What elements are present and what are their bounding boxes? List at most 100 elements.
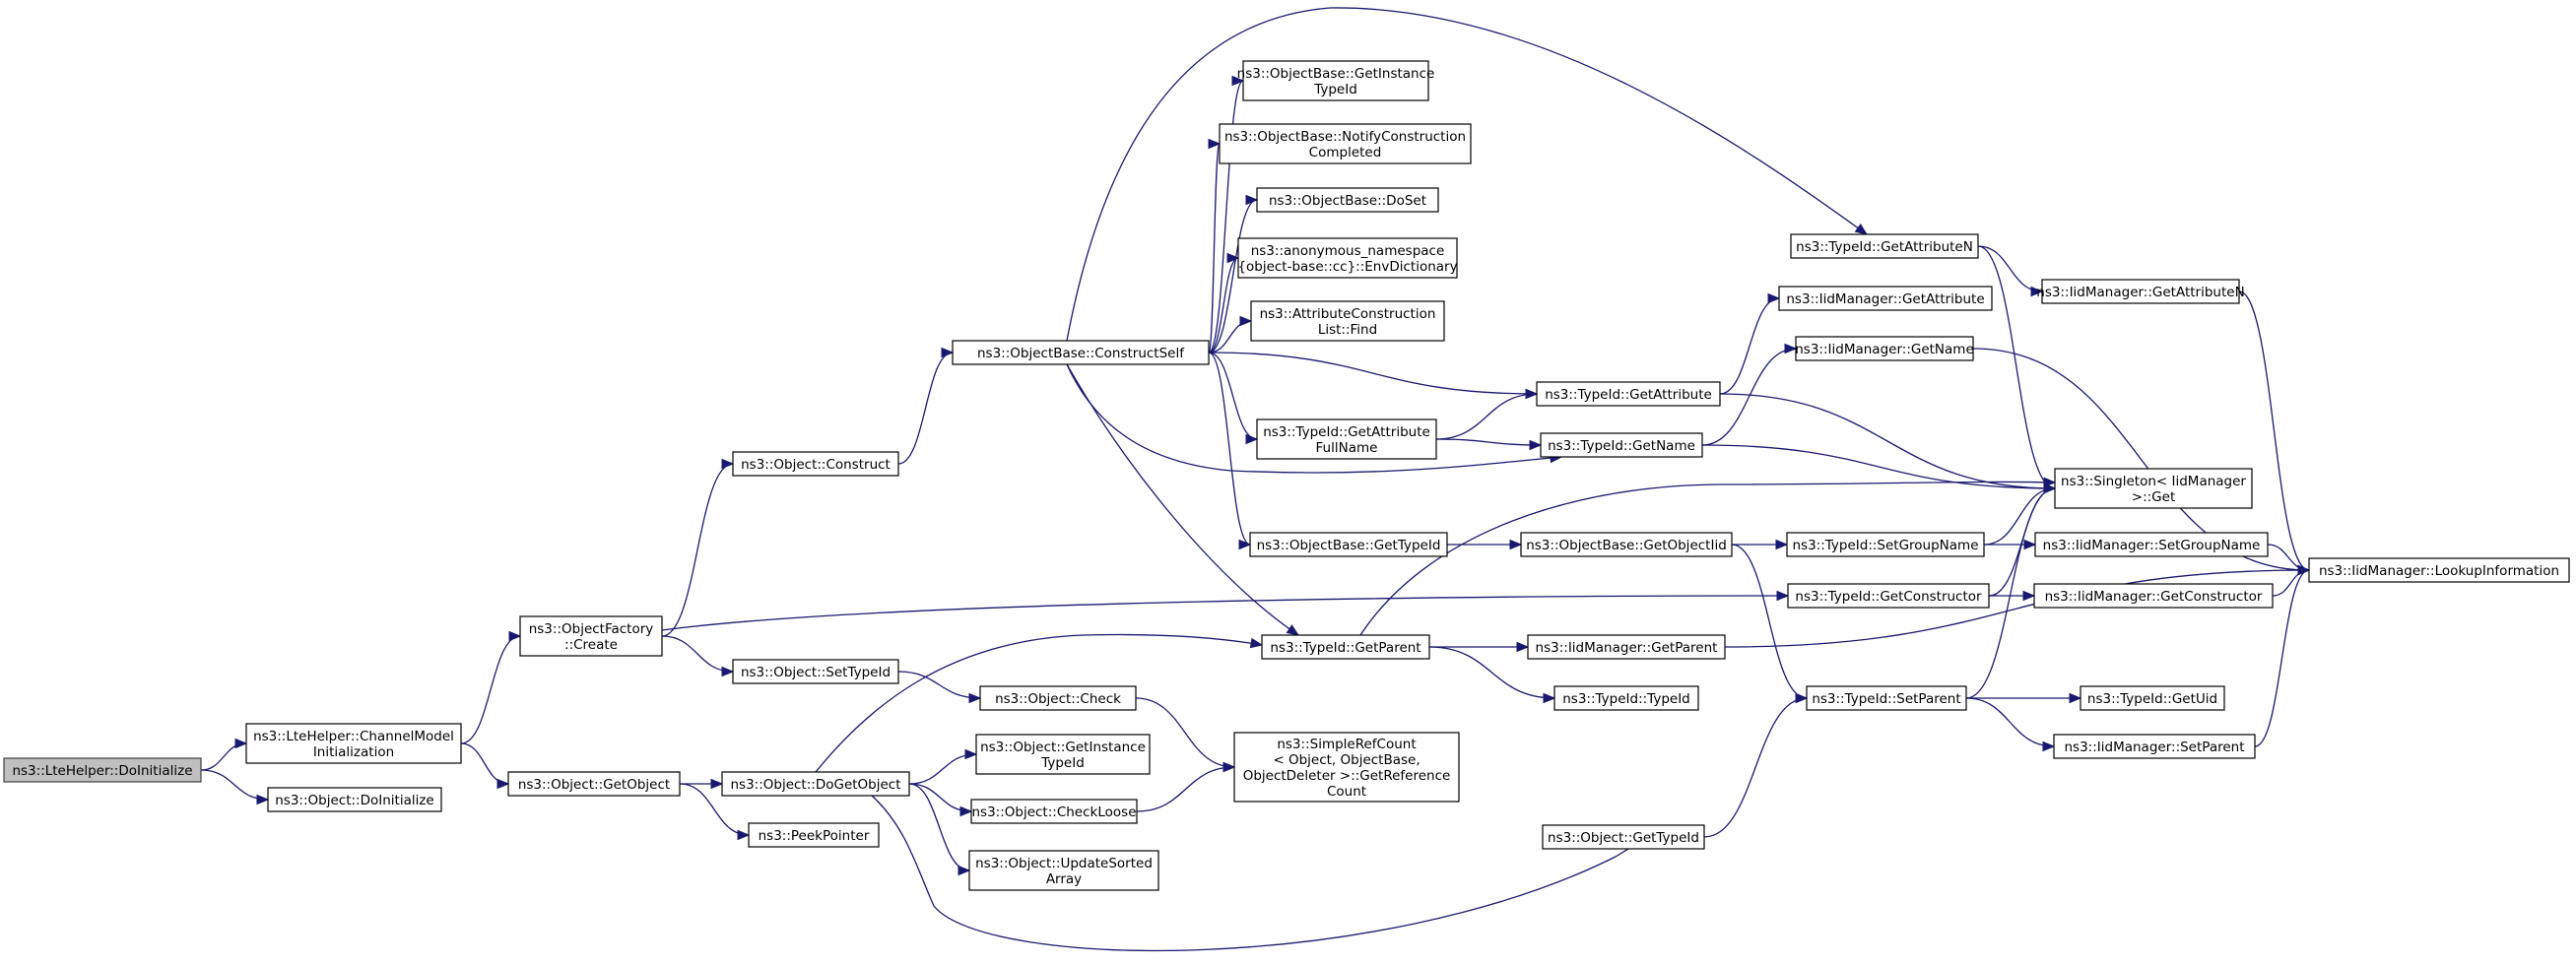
node-label-line: ns3::ObjectBase::ConstructSelf <box>977 346 1185 361</box>
graph-node[interactable]: ns3::TypeId::SetGroupName <box>1786 532 1985 557</box>
node-box <box>1540 432 1703 458</box>
graph-node[interactable]: ns3::ObjectBase::GetObjectIid <box>1520 532 1733 557</box>
graph-node[interactable]: ns3::Object::SetTypeId <box>732 659 899 684</box>
graph-node[interactable]: ns3::Singleton< IidManager>::Get <box>2054 468 2253 509</box>
edge-n3-to-n5-arrowhead <box>721 458 735 470</box>
edge-n7-to-n12-arrowhead <box>959 805 973 817</box>
node-box <box>1249 532 1448 557</box>
edge-n24-to-n36-line <box>1701 444 2056 489</box>
edge-n28-to-n34-arrowhead <box>1795 692 1809 704</box>
node-box <box>2041 279 2240 304</box>
edge-n7-to-n13 <box>908 783 971 876</box>
node-label-line: ns3::Object::SetTypeId <box>741 665 891 680</box>
edge-n19-to-n23-arrowhead <box>1525 388 1539 400</box>
edge-n7-to-n28-line <box>871 795 1656 952</box>
graph-node[interactable]: ns3::TypeId::GetUid <box>2080 685 2225 711</box>
edge-n9-to-n15-arrowhead <box>1208 138 1222 150</box>
edge-n9-to-n16-arrowhead <box>1245 194 1259 206</box>
edge-n34-to-n39 <box>1966 692 2082 704</box>
graph-node[interactable]: ns3::Object::Check <box>979 685 1137 711</box>
graph-node[interactable]: ns3::anonymous_namespace{object-base::cc… <box>1237 237 1458 279</box>
node-label-line: ns3::TypeId::SetParent <box>1812 691 1960 707</box>
graph-node[interactable]: ns3::IidManager::GetAttributeN <box>2036 279 2245 304</box>
graph-node[interactable]: ns3::ObjectFactory::Create <box>519 615 663 657</box>
graph-node[interactable]: ns3::TypeId::TypeId <box>1553 685 1699 711</box>
edge-n28-to-n34-line <box>1703 697 1808 838</box>
graph-node[interactable]: ns3::TypeId::GetConstructor <box>1787 583 1990 609</box>
graph-node[interactable]: ns3::TypeId::GetParent <box>1261 634 1430 660</box>
edge-n32-to-n37-arrowhead <box>2023 539 2037 550</box>
graph-node[interactable]: ns3::TypeId::SetParent <box>1806 685 1967 711</box>
node-box <box>245 723 462 764</box>
graph-node[interactable]: ns3::Object::CheckLoose <box>970 799 1138 824</box>
graph-node[interactable]: ns3::IidManager::GetConstructor <box>2033 583 2274 609</box>
graph-node[interactable]: ns3::Object::DoGetObject <box>721 771 910 797</box>
edge-n9-to-n18 <box>1208 315 1253 354</box>
graph-node[interactable]: ns3::ObjectBase::ConstructSelf <box>952 340 1210 365</box>
graph-node[interactable]: ns3::LteHelper::ChannelModelInitializati… <box>245 723 462 764</box>
edge-n33-to-n38 <box>1989 590 2036 602</box>
graph-node[interactable]: ns3::Object::GetObject <box>507 771 681 797</box>
node-label-line: ns3::IidManager::SetParent <box>2065 740 2245 755</box>
graph-node[interactable]: ns3::IidManager::SetParent <box>2053 734 2256 759</box>
edge-n34-to-n40 <box>1965 697 2056 752</box>
edge-n9-to-n17-arrowhead <box>1226 252 1240 264</box>
edge-n9-to-n23-line <box>1208 352 1538 395</box>
edge-n12-to-n22 <box>1136 761 1236 812</box>
graph-node[interactable]: ns3::IidManager::GetName <box>1795 336 1974 361</box>
node-label-line: ns3::TypeId::GetAttribute <box>1263 424 1430 440</box>
edge-n9-to-n19-arrowhead <box>1245 433 1259 445</box>
graph-node[interactable]: ns3::TypeId::GetAttribute <box>1536 381 1721 407</box>
graph-node[interactable]: ns3::IidManager::GetParent <box>1527 634 1726 660</box>
graph-node[interactable]: ns3::Object::GetTypeId <box>1542 824 1705 850</box>
edge-n23-to-n36 <box>1719 393 2057 494</box>
graph-node[interactable]: ns3::IidManager::SetGroupName <box>2034 532 2269 557</box>
edge-n9-to-n19 <box>1208 352 1259 445</box>
node-box <box>975 734 1151 775</box>
node-label-line: ns3::Object::GetObject <box>518 777 670 793</box>
edge-n1-to-n3-arrowhead <box>508 630 522 642</box>
edge-n28-to-n34 <box>1703 692 1809 838</box>
edge-n26-to-n41-line <box>1724 569 2310 648</box>
edge-n1-to-n3-line <box>460 635 521 744</box>
edge-n1-to-n4 <box>460 742 510 790</box>
node-box <box>968 850 1159 891</box>
graph-node[interactable]: ns3::ObjectBase::DoSet <box>1256 187 1439 213</box>
graph-node[interactable]: ns3::ObjectBase::GetTypeId <box>1249 532 1448 557</box>
edge-n5-to-n9-line <box>897 352 954 465</box>
node-box <box>1786 532 1985 557</box>
graph-node[interactable]: ns3::Object::DoInitialize <box>267 787 442 812</box>
node-label-line: ns3::ObjectBase::NotifyConstruction <box>1224 129 1466 145</box>
edge-n9-to-n17-line <box>1208 257 1239 354</box>
graph-node[interactable]: ns3::Object::Construct <box>732 451 899 477</box>
graph-node[interactable]: ns3::TypeId::GetName <box>1540 432 1703 458</box>
graph-node[interactable]: ns3::ObjectBase::NotifyConstructionCompl… <box>1219 123 1472 164</box>
edge-n9-to-n29-arrowhead <box>1854 223 1869 235</box>
node-label-line: ns3::IidManager::GetAttribute <box>1786 291 1984 307</box>
edge-n4-to-n7-arrowhead <box>710 778 724 790</box>
node-box <box>1790 233 1979 259</box>
edge-n7-to-n21-line <box>815 633 1263 773</box>
graph-node[interactable]: ns3::TypeId::GetAttributeN <box>1790 233 1979 259</box>
graph-node[interactable]: ns3::LteHelper::DoInitialize <box>3 757 202 783</box>
node-label-line: ns3::SimpleRefCount <box>1277 737 1416 752</box>
node-box <box>1250 300 1445 342</box>
edge-n19-to-n23 <box>1435 388 1539 440</box>
edge-n6-to-n10-arrowhead <box>968 692 982 704</box>
edge-n20-to-n25-arrowhead <box>1509 539 1523 550</box>
edge-n6-to-n10 <box>897 671 982 704</box>
node-box <box>519 615 663 657</box>
graph-node[interactable]: ns3::SimpleRefCount< Object, ObjectBase,… <box>1233 732 1460 803</box>
edge-n5-to-n9 <box>897 347 955 465</box>
edge-n35-to-n41 <box>2238 290 2311 576</box>
graph-node[interactable]: ns3::IidManager::LookupInformation <box>2308 557 2570 583</box>
graph-node[interactable]: ns3::PeekPointer <box>748 822 880 848</box>
edge-n9-to-n21 <box>1066 363 1300 636</box>
graph-node[interactable]: ns3::IidManager::GetAttribute <box>1778 286 1993 311</box>
edge-n9-to-n29 <box>1066 7 1869 342</box>
